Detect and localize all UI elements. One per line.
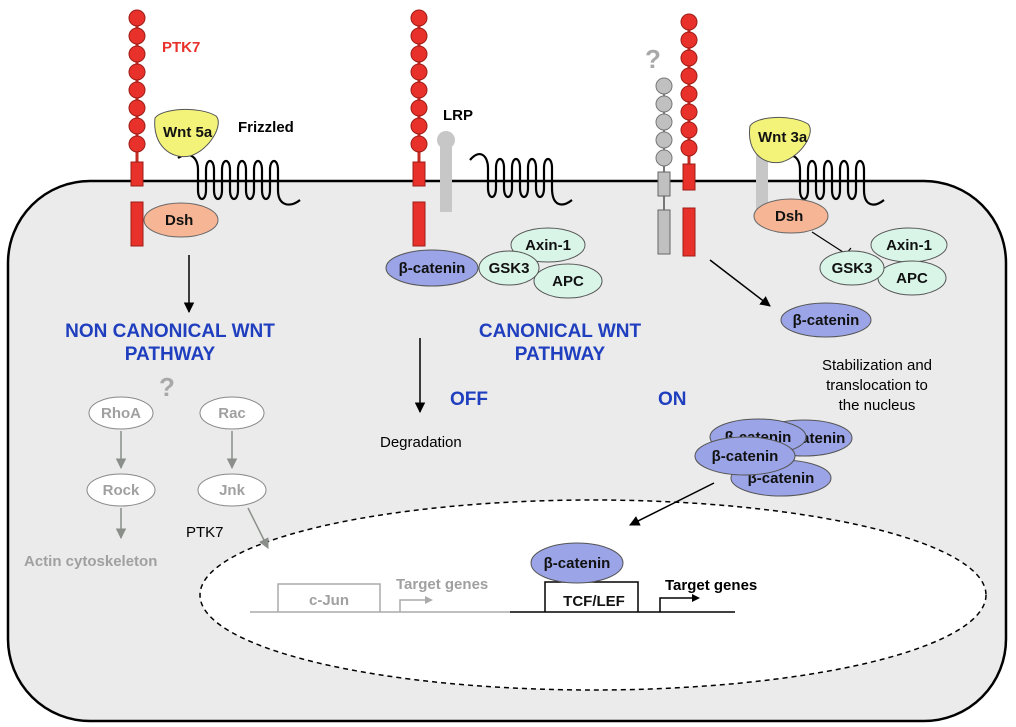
beta-catenin-free-label: β-catenin xyxy=(793,312,860,329)
lrp-label: LRP xyxy=(443,107,473,124)
jnk-label: Jnk xyxy=(219,482,246,499)
dsh-right xyxy=(753,198,829,234)
question-mark-top: ? xyxy=(645,44,661,74)
dsh-left xyxy=(143,202,219,238)
rhoa-node xyxy=(88,396,154,430)
wnt3a-label: Wnt 3a xyxy=(758,129,808,146)
grey-coreceptor xyxy=(655,77,673,255)
ptk7-label-lower: PTK7 xyxy=(186,524,224,541)
gsk3-right-label: GSK3 xyxy=(832,260,873,277)
beta-catenin-middle xyxy=(385,249,479,287)
non-canonical-title-2: PATHWAY xyxy=(125,344,216,365)
ptk7-receptor-middle xyxy=(410,9,428,247)
axin1-right-label: Axin-1 xyxy=(886,237,932,254)
dsh-left-label: Dsh xyxy=(165,212,193,229)
wnt3a-ligand xyxy=(748,116,811,164)
nucleus xyxy=(199,499,987,691)
beta-catenin-stack-4-label: β-catenin xyxy=(712,448,779,465)
degradation-label: Degradation xyxy=(380,434,462,451)
rock-node xyxy=(86,473,156,507)
ptk7-label-top: PTK7 xyxy=(162,39,200,56)
arrow-jnk-to-nucleus xyxy=(247,507,269,549)
beta-catenin-nucleus-label: β-catenin xyxy=(544,555,611,572)
gsk3-right xyxy=(819,250,885,286)
stabilization-line-1: Stabilization and xyxy=(822,357,932,374)
ptk7-receptor-right xyxy=(680,13,698,257)
c-jun-label: c-Jun xyxy=(309,592,349,609)
axin1-middle xyxy=(510,227,586,263)
lrp-receptor-middle xyxy=(437,131,455,212)
gsk3-middle xyxy=(478,250,540,286)
wnt5a-label: Wnt 5a xyxy=(163,124,213,141)
beta-catenin-stack-3-label: β-catenin xyxy=(748,470,815,487)
target-genes-grey-label: Target genes xyxy=(396,576,488,593)
on-label: ON xyxy=(658,389,687,410)
apc-middle xyxy=(533,263,603,299)
frizzled-receptor-middle xyxy=(469,153,573,206)
beta-catenin-stack-4 xyxy=(694,436,796,476)
rac-label: Rac xyxy=(218,405,246,422)
frizzled-receptor-right xyxy=(781,154,885,206)
non-canonical-title-1: NON CANONICAL WNT xyxy=(65,321,275,342)
c-jun-gene xyxy=(250,583,510,613)
dsh-right-label: Dsh xyxy=(775,208,803,225)
ptk7-receptor-left xyxy=(128,9,146,247)
tcf-lef-label: TCF/LEF xyxy=(563,593,625,610)
jnk-node xyxy=(197,473,267,507)
arrow-stack-to-nucleus xyxy=(629,482,715,526)
apc-right-label: APC xyxy=(896,270,928,287)
canonical-title-1: CANONICAL WNT xyxy=(479,321,642,342)
rac-node xyxy=(199,396,265,430)
apc-middle-label: APC xyxy=(552,273,584,290)
stabilization-line-2: translocation to xyxy=(826,377,928,394)
beta-catenin-free xyxy=(780,302,872,338)
rhoa-label: RhoA xyxy=(101,405,141,422)
beta-catenin-nucleus xyxy=(530,542,624,584)
wnt5a-ligand xyxy=(154,108,219,158)
stabilization-line-3: the nucleus xyxy=(839,397,916,414)
question-mark-mid: ? xyxy=(159,372,175,402)
canonical-title-2: PATHWAY xyxy=(515,344,606,365)
beta-catenin-middle-label: β-catenin xyxy=(399,260,466,277)
axin1-middle-label: Axin-1 xyxy=(525,237,571,254)
target-genes-black-label: Target genes xyxy=(665,577,757,594)
gsk3-middle-label: GSK3 xyxy=(489,260,530,277)
frizzled-receptor-left xyxy=(177,153,301,206)
off-label: OFF xyxy=(450,389,488,410)
rock-label: Rock xyxy=(103,482,140,499)
frizzled-label: Frizzled xyxy=(238,119,294,136)
arrow-to-free-beta-catenin xyxy=(709,259,771,307)
actin-cytoskeleton-label: Actin cytoskeleton xyxy=(24,553,157,570)
